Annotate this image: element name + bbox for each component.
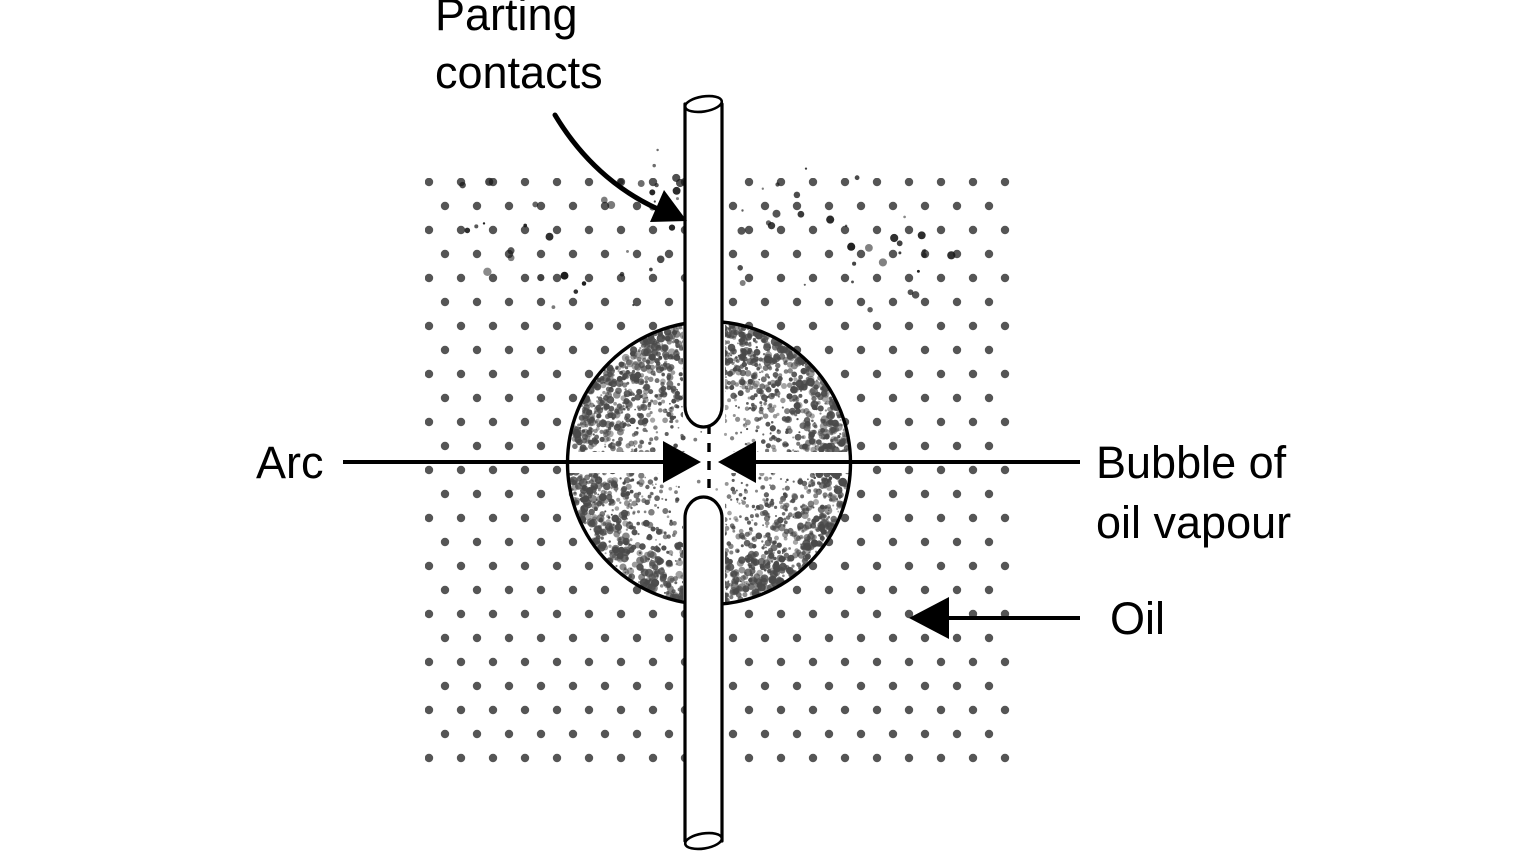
oil-arrow-head-icon [909,597,949,639]
lower-contact-rod [683,495,724,851]
oil-leader [909,597,1080,639]
label-bubble-of-oil-vapour-line1: Bubble of [1096,437,1287,488]
parting-contacts-leader [552,112,687,222]
label-parting-contacts-line2: contacts [435,47,603,98]
arc-arrow-head-icon [663,441,701,483]
lower-rod-cap-ellipse [683,831,724,851]
bubble-arrow-head-icon [718,441,756,483]
bubble-leader [718,441,1080,483]
parting-contacts-curve [552,112,670,216]
lower-rod-body [683,495,724,843]
parting-contacts-arrow-head-icon [650,190,687,222]
arc-leader [343,441,701,483]
label-oil: Oil [1110,593,1165,644]
label-arc: Arc [256,437,324,488]
stray-oil-specks [459,148,956,313]
label-bubble-of-oil-vapour-line2: oil vapour [1096,497,1291,548]
upper-rod-body [683,102,724,429]
upper-contact-rod [683,94,724,429]
label-parting-contacts-line1: Parting [435,0,578,40]
upper-rod-cap-ellipse [683,94,724,114]
